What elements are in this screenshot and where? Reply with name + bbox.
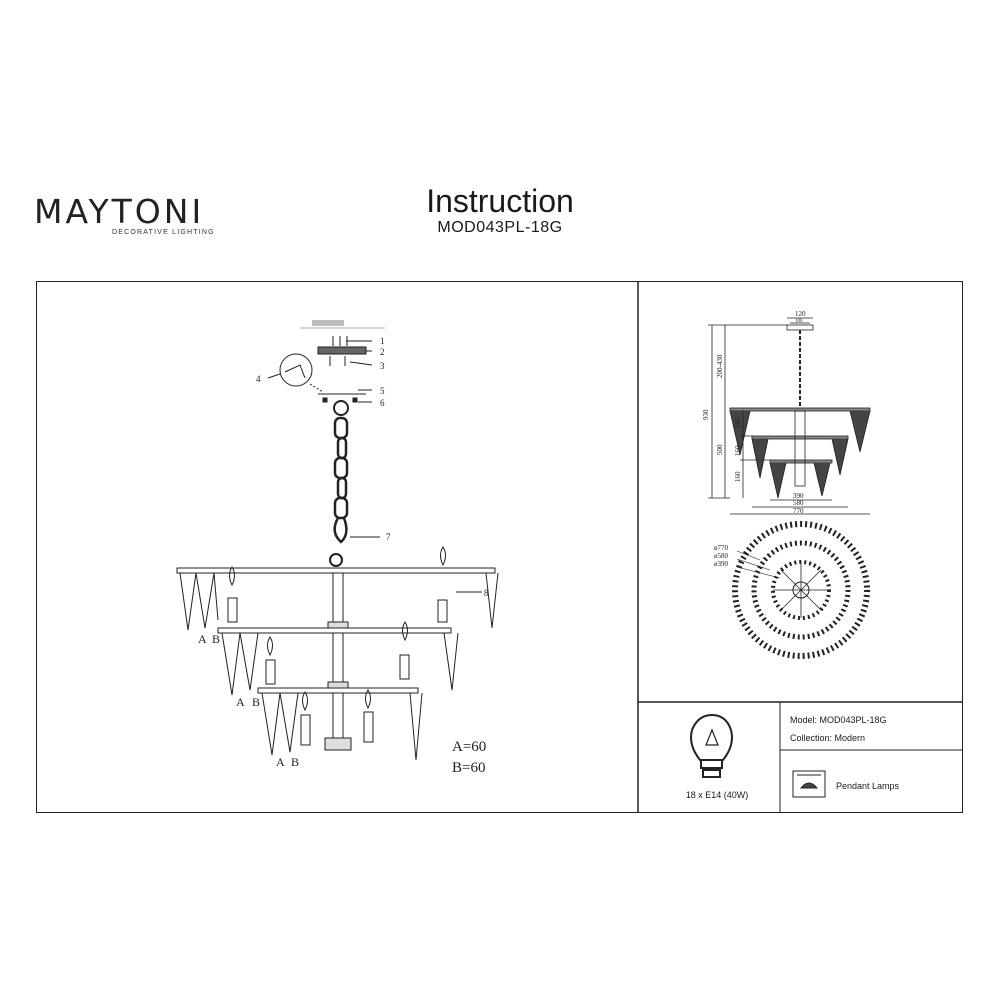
callout-5: 5 [380, 386, 385, 396]
top-view-drawing [732, 521, 870, 659]
tier1-label-a: A [198, 632, 207, 646]
brand-tagline: DECORATIVE LIGHTING [112, 229, 215, 236]
dim-width-770: 770 [793, 507, 804, 515]
brand-logo: MAYTONI [34, 192, 205, 231]
spec-bulb: 18 x E14 (40W) [685, 790, 749, 800]
dim-top-120: 120 [795, 310, 806, 318]
diameter-770: ø770 [714, 544, 729, 552]
callout-7: 7 [386, 532, 391, 542]
dim-body-height: 500 [716, 444, 724, 455]
instruction-frame [36, 281, 963, 813]
pendant-lamp-icon [792, 770, 826, 798]
dimension-drawing [708, 317, 871, 515]
dim-tier3-height: 160 [734, 471, 742, 482]
dim-width-390: 390 [793, 492, 804, 500]
angle-b-label: B=60 [452, 760, 485, 776]
dim-total-height: 930 [702, 409, 710, 420]
dim-tier1-height: 160 [734, 417, 742, 428]
document-title: Instruction [426, 183, 574, 219]
spec-collection: Collection: Modern [790, 733, 866, 743]
callout-2: 2 [380, 347, 385, 357]
tier3-label-b: B [291, 755, 299, 769]
callout-4: 4 [256, 374, 261, 384]
dim-width-580: 580 [793, 499, 804, 507]
dim-tier2-height: 160 [734, 445, 742, 456]
spec-lamp-type: Pendant Lamps [836, 781, 900, 791]
tier2-label-a: A [236, 695, 245, 709]
spec-model: Model: MOD043PL-18G [790, 715, 887, 725]
callout-6: 6 [380, 398, 385, 408]
diameter-580: ø580 [714, 552, 729, 560]
tier1-label-b: B [212, 632, 220, 646]
diameter-390: ø390 [714, 560, 729, 568]
model-code: MOD043PL-18G [437, 219, 563, 236]
angle-a-label: A=60 [452, 739, 486, 755]
callout-1: 1 [380, 336, 385, 346]
tier3-label-a: A [276, 755, 285, 769]
callout-3: 3 [380, 361, 385, 371]
bulb-icon [690, 713, 733, 778]
dim-chain-range: 200-430 [716, 354, 724, 378]
assembly-drawing [176, 320, 499, 761]
callout-8: 8 [484, 588, 489, 598]
dim-top-100: 100 [795, 319, 803, 324]
tier2-label-b: B [252, 695, 260, 709]
